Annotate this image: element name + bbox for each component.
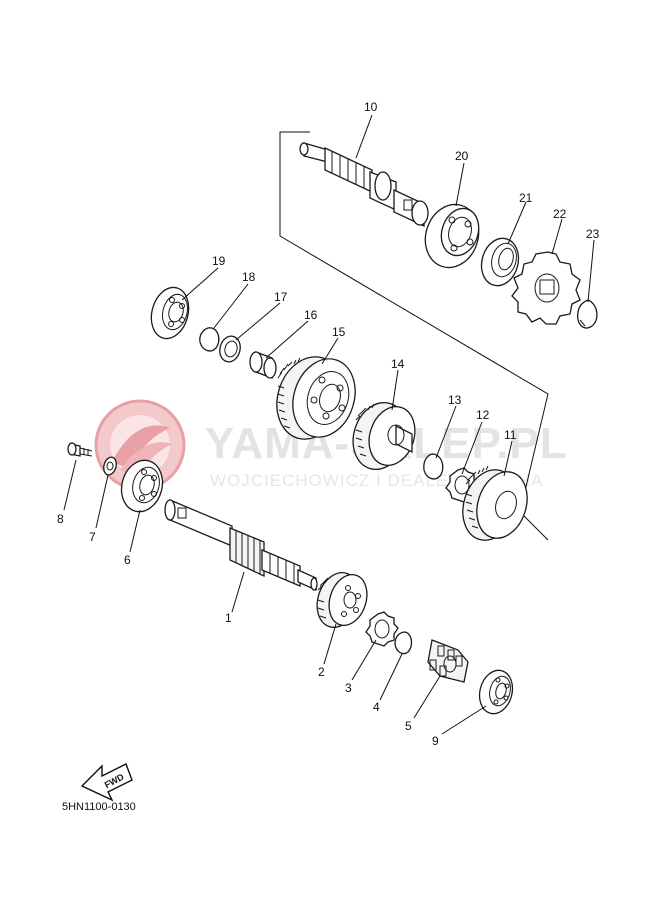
callout-3: 3 <box>345 681 352 695</box>
callout-19: 19 <box>212 254 226 268</box>
sprocket-part-22 <box>511 251 581 325</box>
callout-21: 21 <box>519 191 533 205</box>
callout-23: 23 <box>586 227 600 241</box>
group-frame <box>279 131 549 541</box>
bearing-part-6 <box>120 459 164 513</box>
callout-labels: 10 20 21 22 23 19 18 17 16 15 14 13 12 1… <box>57 100 600 748</box>
gear-part-2 <box>316 572 368 628</box>
callout-4: 4 <box>373 700 380 714</box>
callout-20: 20 <box>455 149 469 163</box>
forward-arrow-icon: FWD <box>80 763 133 802</box>
circlip-part-18 <box>199 327 220 352</box>
diagram-code: 5HN1100-0130 <box>62 801 136 813</box>
callout-2: 2 <box>318 665 325 679</box>
callout-16: 16 <box>304 308 318 322</box>
callout-8: 8 <box>57 512 64 526</box>
leader-lines <box>63 114 595 735</box>
bearing-part-9 <box>478 669 514 715</box>
callout-11: 11 <box>504 428 517 442</box>
washer-part-7 <box>103 456 117 476</box>
callout-12: 12 <box>476 408 490 422</box>
callout-6: 6 <box>124 553 131 567</box>
gear-part-5 <box>427 639 469 683</box>
callout-13: 13 <box>448 393 462 407</box>
main-axle-part-1 <box>164 499 318 592</box>
callout-9: 9 <box>432 734 439 748</box>
gear-part-11 <box>462 465 528 541</box>
callout-17: 17 <box>274 290 288 304</box>
callout-7: 7 <box>89 530 96 544</box>
bearing-part-19 <box>150 286 190 340</box>
drive-axle-part-10 <box>299 142 429 228</box>
bearing-part-20 <box>424 203 480 269</box>
callout-15: 15 <box>332 325 346 339</box>
callout-22: 22 <box>553 207 567 221</box>
callout-10: 10 <box>364 100 378 114</box>
circlip-part-4 <box>394 631 413 655</box>
gear-part-14 <box>352 402 416 470</box>
callout-18: 18 <box>242 270 256 284</box>
callout-14: 14 <box>391 357 405 371</box>
washer-part-17 <box>219 335 241 363</box>
circlip-part-13 <box>423 453 444 480</box>
circlip-part-23 <box>577 299 598 329</box>
gear-part-15 <box>276 356 356 440</box>
callout-5: 5 <box>405 719 412 733</box>
callout-1: 1 <box>225 611 232 625</box>
collar-part-16 <box>249 351 277 379</box>
bolt-part-8 <box>67 442 93 457</box>
spline-washer-part-3 <box>365 611 399 647</box>
